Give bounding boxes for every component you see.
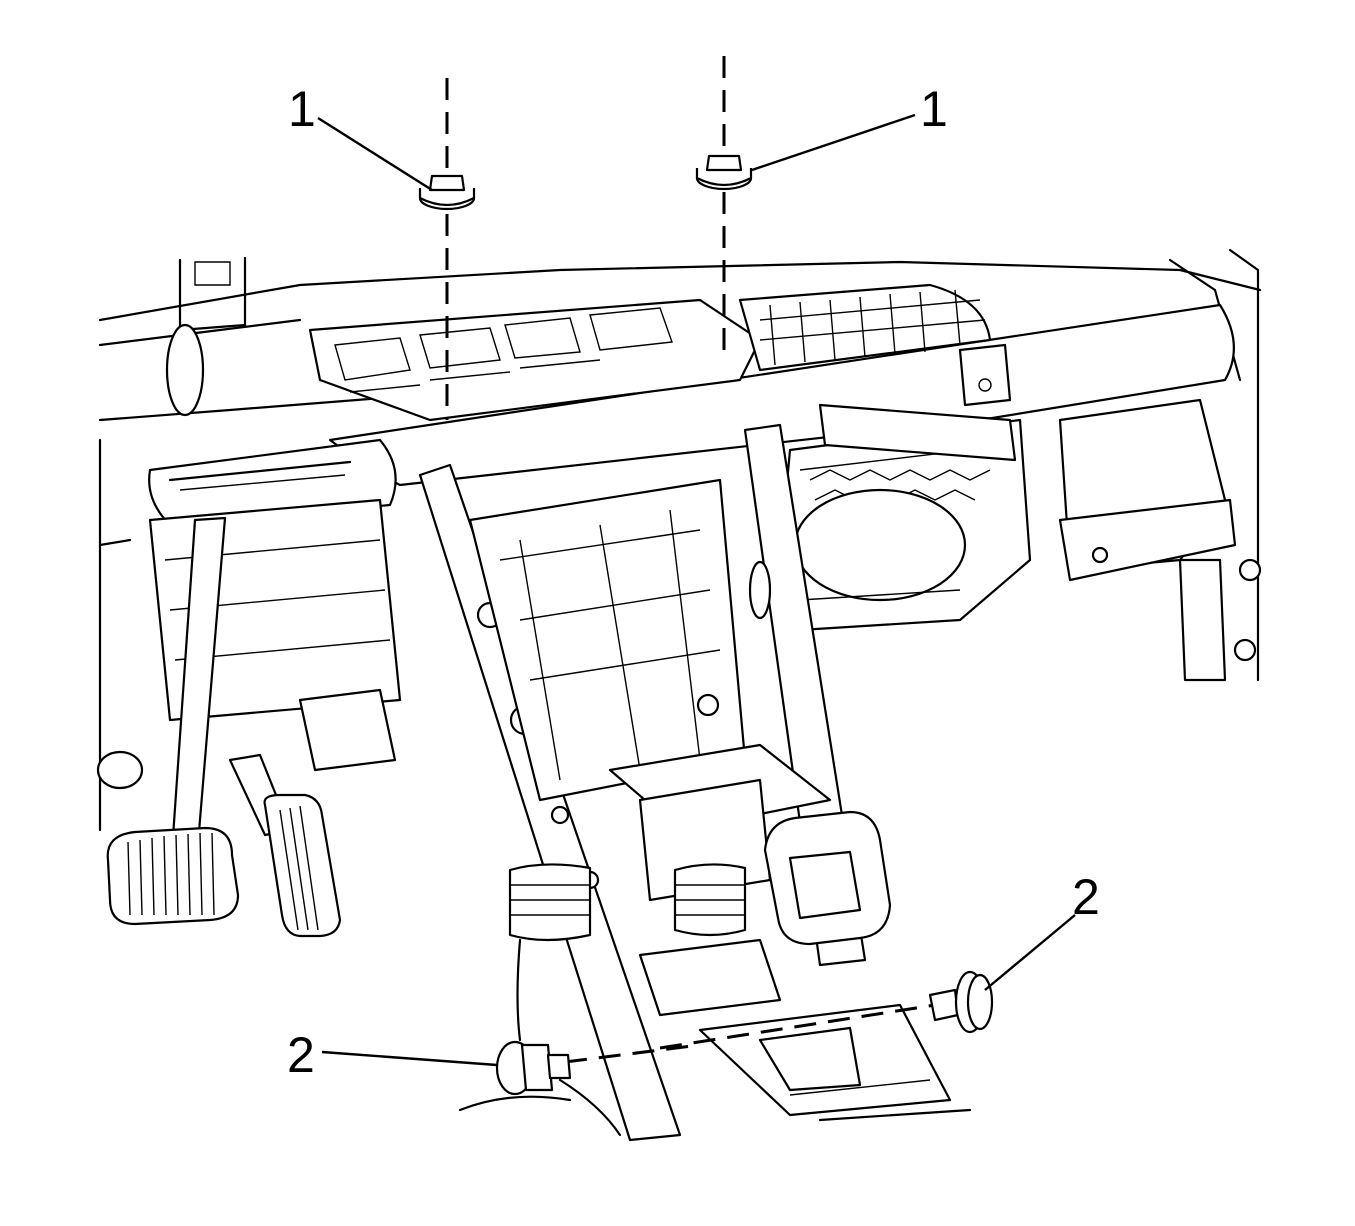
- column-boot: [458, 863, 747, 1137]
- leader-lines: [317, 113, 1076, 1067]
- square-tube: [763, 810, 892, 946]
- fastener-1-left: [418, 78, 476, 420]
- cross-car-beam: [148, 303, 1235, 527]
- floor-bracket: [638, 938, 972, 1122]
- callout-2-right: 2: [1072, 869, 1100, 925]
- callout-1-left: 1: [288, 81, 316, 137]
- callout-2-left: 2: [287, 1027, 315, 1083]
- callout-1-right: 1: [920, 81, 948, 137]
- fastener-2-left: [495, 1040, 701, 1096]
- hvac-duct: [308, 283, 992, 422]
- pedal-assembly: [96, 498, 402, 938]
- blower-housing: [778, 418, 1032, 632]
- dash-panel-outline: [98, 248, 1262, 832]
- fastener-1-right: [695, 56, 753, 360]
- right-side-bracket: [818, 343, 1262, 682]
